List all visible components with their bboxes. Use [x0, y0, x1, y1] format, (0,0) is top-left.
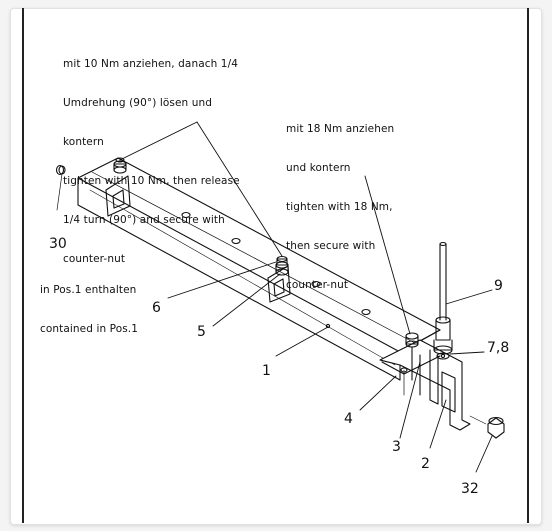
label-5: 5: [197, 324, 206, 340]
note-line: in Pos.1 enthalten: [40, 284, 137, 296]
part-30: [55, 164, 66, 211]
note-line: mit 10 Nm anziehen, danach 1/4: [63, 58, 238, 70]
note-line: mit 18 Nm anziehen: [286, 123, 395, 135]
note-line: then secure with: [286, 240, 376, 252]
note-line: 1/4 turn (90°) and secure with: [63, 214, 225, 226]
label-32: 32: [461, 481, 479, 497]
note-part-30: in Pos.1 enthalten contained in Pos.1: [40, 258, 138, 362]
label-9: 9: [494, 278, 503, 294]
label-2: 2: [421, 456, 430, 472]
label-4: 4: [344, 411, 353, 427]
label-3: 3: [392, 439, 401, 455]
screw-middle: [275, 255, 289, 276]
note-line: Umdrehung (90°) lösen und: [63, 97, 212, 109]
torque-note-18nm: mit 18 Nm anziehen und kontern tighten w…: [286, 97, 394, 318]
label-1: 1: [262, 363, 271, 379]
note-line: counter-nut: [63, 253, 126, 265]
border-line-left: [22, 8, 24, 523]
note-line: tighten with 18 Nm,: [286, 201, 393, 213]
note-line: counter-nut: [286, 279, 349, 291]
bracket-assembly: [379, 241, 505, 439]
note-line: kontern: [63, 136, 104, 148]
leader-lines: [119, 121, 493, 473]
rail-part-1: [77, 157, 441, 381]
label-6: 6: [152, 300, 161, 316]
torque-note-10nm: mit 10 Nm anziehen, danach 1/4 Umdrehung…: [63, 32, 240, 292]
note-line: contained in Pos.1: [40, 323, 139, 335]
border-line-right: [527, 8, 529, 523]
note-line: und kontern: [286, 162, 351, 174]
label-7-8: 7,8: [487, 340, 510, 356]
label-30: 30: [49, 236, 67, 252]
note-line: tighten with 10 Nm, then release: [63, 175, 240, 187]
screw-left: [113, 157, 127, 174]
